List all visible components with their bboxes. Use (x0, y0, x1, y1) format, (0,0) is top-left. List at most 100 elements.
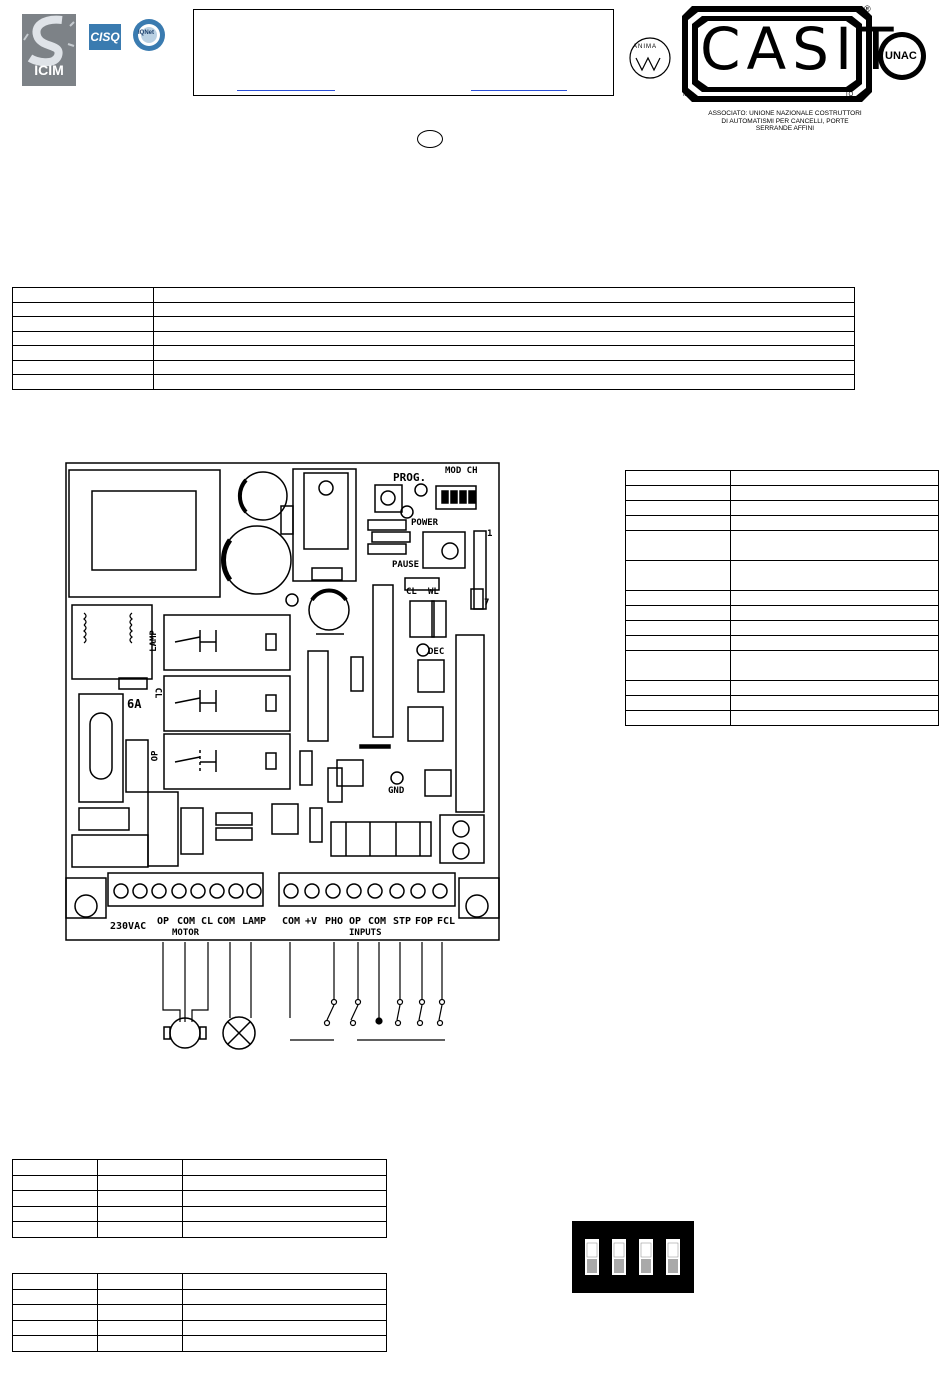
table-row (625, 680, 939, 696)
website-link-underline[interactable] (471, 90, 567, 91)
board-outline (65, 462, 500, 941)
association-line: SERRANDE AFFINI (755, 125, 815, 132)
table-cell (625, 485, 731, 501)
terminal-label: OP (157, 916, 170, 927)
table-row (12, 1288, 387, 1305)
cl-led-label: CL (406, 587, 417, 597)
email-link-underline[interactable] (237, 90, 335, 91)
table-cell (97, 1159, 183, 1176)
trimmer-min-label: 1 (487, 529, 493, 539)
table-cell (730, 635, 939, 651)
table-cell (730, 605, 939, 621)
dip-switch-icon (572, 1221, 694, 1293)
language-badge (417, 130, 443, 148)
table-cell (97, 1273, 183, 1290)
table-cell (730, 680, 939, 696)
table-row (12, 1273, 387, 1290)
gnd-label: GND (388, 786, 405, 796)
table-cell (182, 1174, 387, 1191)
association-line: ASSOCIATO: UNIONE NAZIONALE COSTRUTTORI (708, 110, 862, 117)
terminal-label: COM (177, 916, 196, 927)
dip-switch-lever (639, 1239, 653, 1275)
table-cell (12, 1174, 98, 1191)
terminal-block-power (107, 872, 264, 907)
table-row (625, 695, 939, 711)
table-cell (12, 1205, 98, 1222)
dip-switch-small (435, 485, 477, 510)
lamp-relay-label: LAMP (148, 630, 159, 652)
table-cell (182, 1205, 387, 1222)
table-cell (182, 1273, 387, 1290)
table-cell (12, 1221, 98, 1238)
anima-logo-label: ANIMA (633, 44, 658, 50)
terminal-label: +V (305, 916, 318, 927)
table-cell (12, 1319, 98, 1336)
wl-led-label: WL (428, 587, 439, 597)
switch-symbol-icon (323, 998, 446, 1027)
terminal-label: CL (201, 916, 214, 927)
table-cell (625, 590, 731, 606)
table-cell (625, 710, 731, 726)
table-cell (97, 1319, 183, 1336)
table-row (625, 470, 939, 486)
table-cell (625, 695, 731, 711)
motor-symbol-icon (163, 1017, 207, 1049)
table-cell (730, 590, 939, 606)
table-cell (182, 1335, 387, 1352)
table-cell (97, 1205, 183, 1222)
table-cell (625, 650, 731, 681)
power-label: POWER (411, 518, 439, 528)
table-cell (153, 374, 855, 390)
table-cell (182, 1288, 387, 1305)
registered-mark: ® (864, 4, 871, 14)
transformer (68, 469, 221, 598)
table-row (625, 515, 939, 531)
terminal-label: FOP (415, 916, 434, 927)
table-cell (12, 1273, 98, 1290)
table-cell (625, 530, 731, 561)
table-cell (97, 1335, 183, 1352)
table-row (625, 635, 939, 651)
terminal-label: STP (393, 916, 412, 927)
pause-trimmer (422, 531, 466, 569)
table-cell (730, 650, 939, 681)
transformer-core (91, 490, 197, 571)
table-cell (182, 1190, 387, 1207)
table-row (625, 710, 939, 726)
iqnet-logo-icon (133, 19, 165, 51)
unac-logo-label: UNAC (885, 50, 917, 62)
terminal-label: COM (368, 916, 387, 927)
table-row (625, 650, 939, 681)
dec-label: DEC (428, 647, 445, 657)
antenna-terminal (439, 814, 485, 864)
iqnet-logo-label: IQNet (138, 30, 155, 36)
spec-table (12, 287, 855, 390)
table-row (625, 530, 939, 561)
table-row (12, 1319, 387, 1336)
motor-group-label: MOTOR (172, 928, 200, 938)
table-cell (625, 635, 731, 651)
table-row (625, 500, 939, 516)
terminal-label: COM (282, 916, 301, 927)
table-cell (12, 1304, 98, 1321)
table-cell (730, 485, 939, 501)
inputs-group-label: INPUTS (349, 928, 382, 938)
terminal-label: COM (217, 916, 236, 927)
prog-label: PROG. (393, 471, 427, 484)
table-cell (730, 620, 939, 636)
table-cell (730, 500, 939, 516)
icim-logo-icon (22, 14, 76, 86)
receiver-module (455, 634, 485, 813)
table-cell (625, 500, 731, 516)
terminal-label: OP (349, 916, 362, 927)
filter-coil (71, 604, 153, 680)
dip-switch-lever (666, 1239, 680, 1275)
mode-table-2 (12, 1273, 387, 1352)
table-cell (12, 1159, 98, 1176)
table-row (625, 590, 939, 606)
table-row (12, 1159, 387, 1176)
table-row (12, 1335, 387, 1352)
contact-box (193, 9, 614, 96)
table-cell (730, 515, 939, 531)
mode-table-1 (12, 1159, 387, 1238)
